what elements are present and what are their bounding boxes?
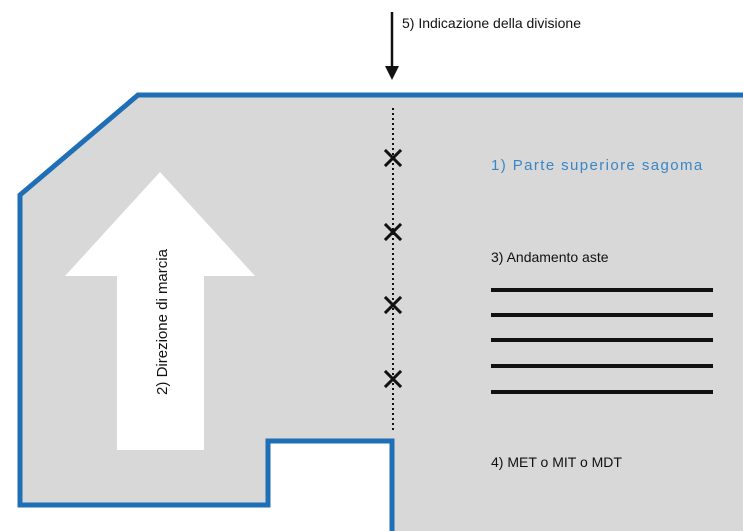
x-mark-icon (383, 369, 403, 389)
x-mark-icon (383, 148, 403, 168)
x-mark-icon (383, 222, 403, 242)
bars-label: 3) Andamento aste (491, 249, 609, 265)
upper-part-label: 1) Parte superiore sagoma (491, 157, 704, 174)
met-label: 4) MET o MIT o MDT (491, 454, 622, 470)
direction-label: 2) Direzione di marcia (154, 248, 171, 395)
arrow-down-icon (385, 12, 399, 80)
arrow-up-icon (65, 172, 255, 450)
bar-lines (491, 288, 713, 394)
x-mark-icon (383, 295, 403, 315)
stencil-outline (17, 92, 743, 531)
division-label: 5) Indicazione della divisione (402, 15, 581, 31)
